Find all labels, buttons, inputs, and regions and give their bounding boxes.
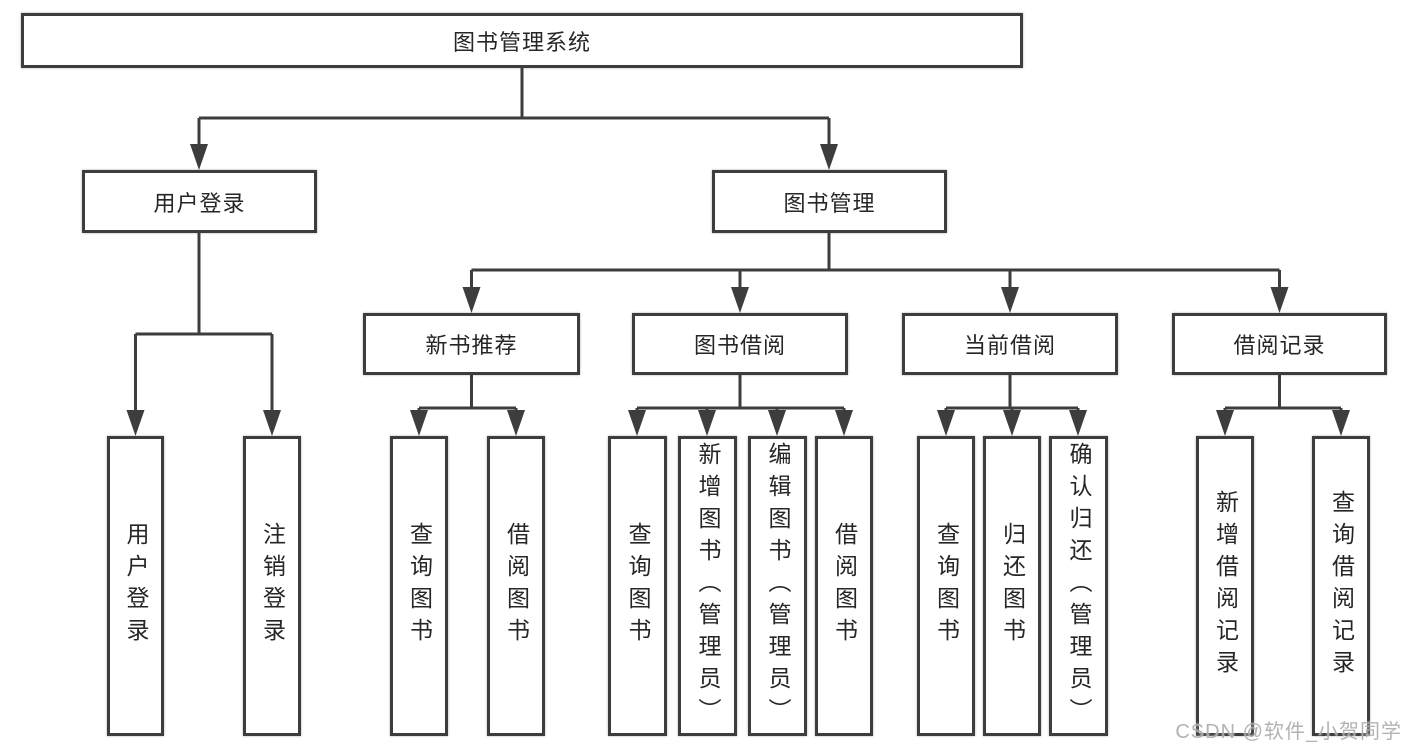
node-book-management: 图书管理 — [712, 170, 947, 233]
leaf-cb-query-books: 查询图书 — [917, 436, 975, 736]
leaf-bb-query-books-label: 查询图书 — [625, 522, 651, 650]
node-root: 图书管理系统 — [21, 13, 1023, 68]
leaf-user-login: 用户登录 — [107, 436, 164, 736]
node-user-login: 用户登录 — [82, 170, 317, 233]
leaf-br-add-record: 新增借阅记录 — [1196, 436, 1254, 736]
leaf-nb-query-books-label: 查询图书 — [406, 522, 433, 650]
node-borrow-records: 借阅记录 — [1172, 313, 1387, 375]
leaf-logout: 注销登录 — [243, 436, 301, 736]
leaf-bb-query-books: 查询图书 — [608, 436, 667, 736]
leaf-nb-borrow-books: 借阅图书 — [487, 436, 545, 736]
leaf-bb-add-books-admin: 新增图书（管理员） — [678, 436, 737, 736]
leaf-nb-query-books: 查询图书 — [390, 436, 448, 736]
leaf-cb-confirm-return-admin-label: 确认归还（管理员） — [1066, 442, 1092, 730]
csdn-watermark: CSDN @软件_小贺同学 — [1175, 721, 1402, 743]
leaf-bb-add-books-admin-label: 新增图书（管理员） — [695, 442, 721, 730]
node-current-borrow: 当前借阅 — [902, 313, 1118, 375]
leaf-nb-borrow-books-label: 借阅图书 — [503, 522, 530, 650]
leaf-bb-borrow-books: 借阅图书 — [815, 436, 873, 736]
leaf-br-add-record-label: 新增借阅记录 — [1212, 490, 1239, 682]
node-new-book-recommend: 新书推荐 — [363, 313, 580, 375]
leaf-bb-edit-books-admin-label: 编辑图书（管理员） — [765, 442, 791, 730]
leaf-bb-edit-books-admin: 编辑图书（管理员） — [748, 436, 807, 736]
leaf-cb-return-books: 归还图书 — [983, 436, 1041, 736]
leaf-cb-confirm-return-admin: 确认归还（管理员） — [1049, 436, 1108, 736]
leaf-bb-borrow-books-label: 借阅图书 — [831, 522, 858, 650]
leaf-user-login-label: 用户登录 — [123, 522, 149, 650]
leaf-cb-return-books-label: 归还图书 — [999, 522, 1026, 650]
leaf-br-query-record-label: 查询借阅记录 — [1328, 490, 1355, 682]
leaf-logout-label: 注销登录 — [259, 522, 286, 650]
node-book-borrow: 图书借阅 — [632, 313, 848, 375]
leaf-br-query-record: 查询借阅记录 — [1312, 436, 1370, 736]
leaf-cb-query-books-label: 查询图书 — [933, 522, 960, 650]
